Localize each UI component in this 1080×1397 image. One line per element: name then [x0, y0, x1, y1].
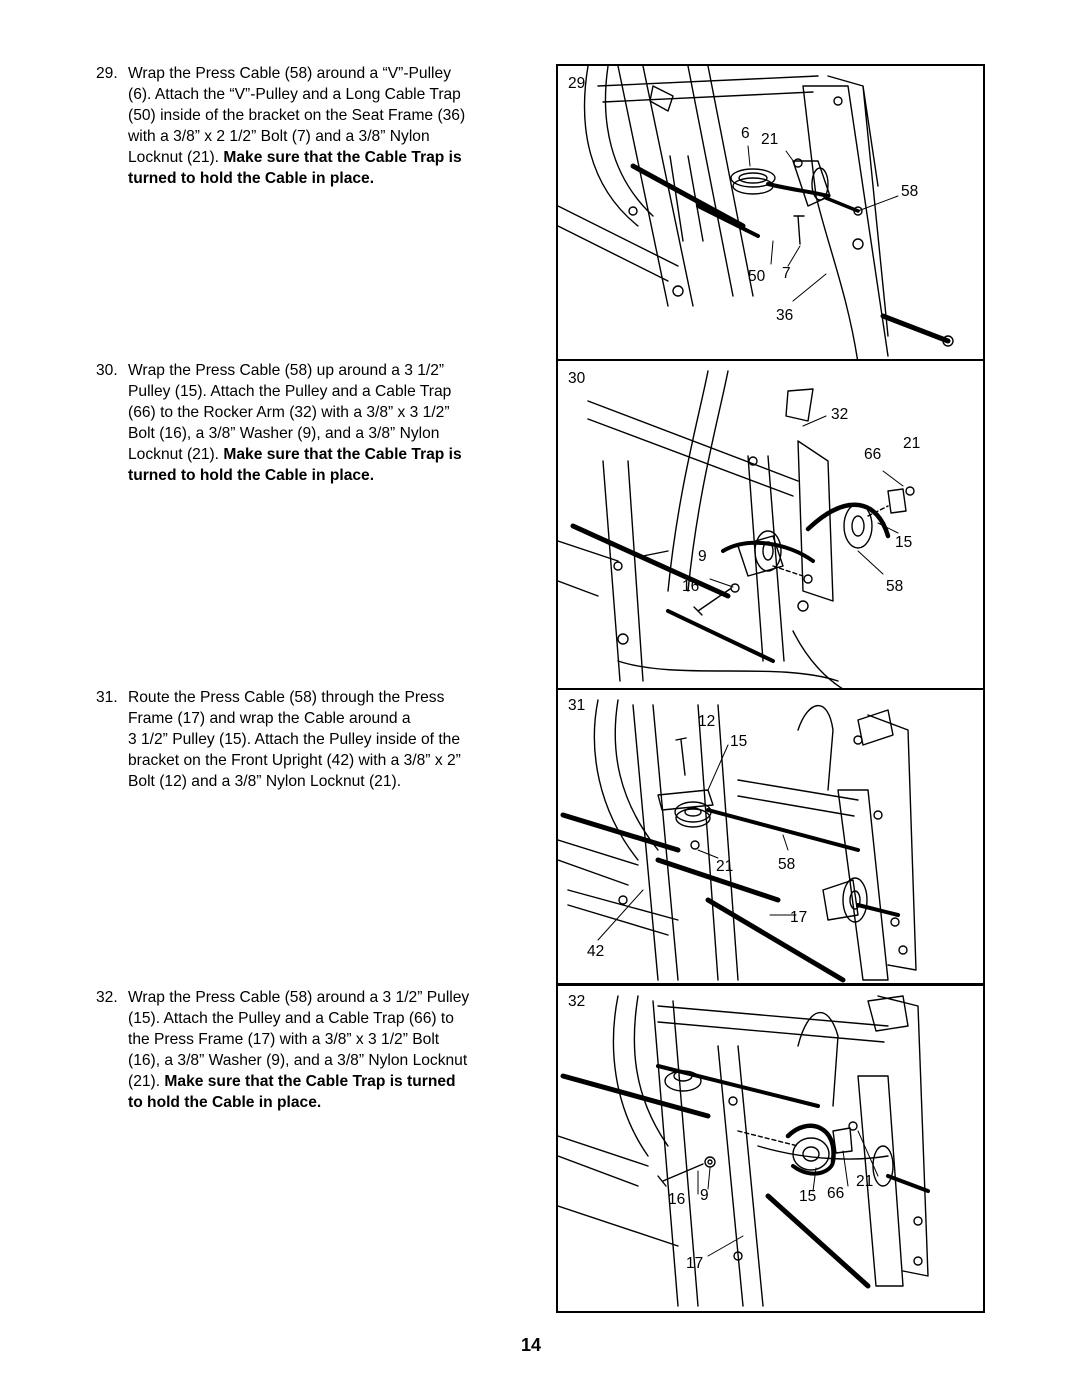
step-warning: Make sure that the Cable Trap is turned [164, 1073, 456, 1090]
callout-label: 15 [799, 1188, 817, 1205]
assembly-illustration [558, 995, 930, 1307]
step-text-span: (21). [128, 1073, 165, 1090]
step-29: 29. Wrap the Press Cable (58) around a “… [96, 63, 526, 189]
figure-step-29: 29 6 21 58 50 7 36 [556, 64, 985, 361]
step-number: 32. [96, 989, 118, 1006]
step-text-line: Frame (17) and wrap the Cable around a [128, 710, 411, 727]
step-text-line: Pulley (15). Attach the Pulley and a Cab… [128, 383, 452, 400]
step-text-line: (66) to the Rocker Arm (32) with a 3/8” … [128, 404, 450, 421]
step-number: 30. [96, 362, 118, 379]
callout-label: 42 [587, 943, 605, 960]
step-text-line: (15). Attach the Pulley and a Cable Trap… [128, 1010, 454, 1027]
callout-label: 32 [831, 406, 849, 423]
callout-label: 9 [698, 548, 707, 565]
callout-label: 58 [778, 856, 796, 873]
figure-step-32: 32 21 16 9 15 66 17 [556, 984, 985, 1313]
callout-label: 9 [700, 1187, 709, 1204]
step-warning: turned to hold the Cable in place. [128, 170, 375, 187]
figure-step-label: 29 [568, 75, 586, 92]
step-warning: turned to hold the Cable in place. [128, 467, 375, 484]
assembly-illustration [558, 66, 954, 359]
step-text-line: Locknut (21). Make sure that the Cable T… [128, 444, 526, 465]
step-text-line: (50) inside of the bracket on the Seat F… [128, 107, 466, 124]
page-number: 14 [521, 1335, 542, 1355]
assembly-illustration [558, 699, 917, 983]
step-text-line: 3 1/2” Pulley (15). Attach the Pulley in… [128, 731, 460, 748]
callout-label: 21 [716, 858, 734, 875]
figure-step-31: 31 12 15 21 58 17 42 [556, 688, 985, 985]
step-text-line: Wrap the Press Cable (58) around a “V”-P… [128, 65, 451, 82]
callout-label: 15 [730, 733, 748, 750]
step-text-line: Wrap the Press Cable (58) around a 3 1/2… [128, 989, 470, 1006]
step-number: 29. [96, 65, 118, 82]
step-warning: to hold the Cable in place. [128, 1094, 322, 1111]
callout-label: 21 [903, 435, 921, 452]
step-text-line: with a 3/8” x 2 1/2” Bolt (7) and a 3/8”… [128, 128, 430, 145]
callout-label: 66 [864, 446, 882, 463]
step-warning: Make sure that the Cable Trap is [223, 446, 462, 463]
step-text-line: the Press Frame (17) with a 3/8” x 3 1/2… [128, 1031, 440, 1048]
callout-label: 66 [827, 1185, 845, 1202]
step-text-line: bracket on the Front Upright (42) with a… [128, 752, 461, 769]
step-32: 32. Wrap the Press Cable (58) around a 3… [96, 987, 526, 1113]
callout-label: 15 [895, 534, 913, 551]
callout-label: 16 [682, 578, 700, 595]
step-30: 30. Wrap the Press Cable (58) up around … [96, 360, 526, 486]
step-text-line: (6). Attach the “V”-Pulley and a Long Ca… [128, 86, 461, 103]
callout-label: 17 [790, 909, 808, 926]
callout-label: 21 [856, 1173, 874, 1190]
step-text-line: Wrap the Press Cable (58) up around a 3 … [128, 362, 445, 379]
callout-label: 21 [761, 131, 779, 148]
figure-step-label: 30 [568, 370, 586, 387]
step-text-line: Bolt (16), a 3/8” Washer (9), and a 3/8”… [128, 425, 440, 442]
callout-label: 50 [748, 268, 766, 285]
step-number: 31. [96, 689, 118, 706]
callout-label: 58 [901, 183, 919, 200]
assembly-illustration [558, 370, 915, 688]
step-text-line: Route the Press Cable (58) through the P… [128, 689, 445, 706]
callout-label: 12 [698, 713, 716, 730]
figure-step-30: 30 32 21 66 15 9 16 58 [556, 359, 985, 690]
callout-label: 36 [776, 307, 794, 324]
step-warning: Make sure that the Cable Trap is [223, 149, 462, 166]
step-text-line: (16), a 3/8” Washer (9), and a 3/8” Nylo… [128, 1052, 468, 1069]
step-31: 31. Route the Press Cable (58) through t… [96, 687, 526, 792]
callout-label: 16 [668, 1191, 686, 1208]
figure-step-label: 31 [568, 697, 586, 714]
step-text-line: Locknut (21). Make sure that the Cable T… [128, 147, 526, 168]
step-text-line: (21). Make sure that the Cable Trap is t… [128, 1071, 526, 1092]
callout-label: 58 [886, 578, 904, 595]
step-text-line: Bolt (12) and a 3/8” Nylon Locknut (21). [128, 773, 402, 790]
callout-label: 7 [782, 265, 791, 282]
step-text-span: Locknut (21). [128, 446, 224, 463]
callout-label: 17 [686, 1255, 704, 1272]
figure-step-label: 32 [568, 993, 586, 1010]
callout-label: 6 [741, 125, 750, 142]
step-text-span: Locknut (21). [128, 149, 224, 166]
